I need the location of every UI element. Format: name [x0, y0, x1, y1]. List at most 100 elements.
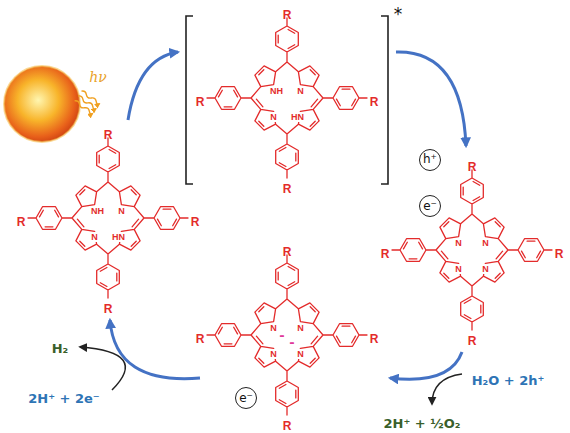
label-holder: R — [283, 242, 292, 260]
photon-label: hν — [89, 69, 107, 85]
charge-label: e⁻ — [423, 200, 437, 213]
excited-mark: * — [394, 5, 403, 23]
label-holder: N — [117, 200, 126, 218]
porphyrin-skeleton — [207, 255, 367, 415]
label-holder: R — [17, 212, 26, 230]
charge-circle: h⁺ — [419, 149, 442, 172]
molecules — [28, 18, 552, 415]
porphyrin-skeleton — [392, 170, 552, 330]
reaction-arrow — [80, 347, 125, 390]
label-holder: R — [283, 416, 292, 433]
label-holder: R — [370, 92, 379, 110]
label-holder: N — [269, 317, 278, 335]
cycle-arrow — [110, 320, 200, 379]
reactant-label: H₂O + 2h⁺ — [472, 373, 545, 388]
label-holder: R — [104, 125, 113, 143]
substituent-label: R — [381, 248, 390, 261]
label-holder: R — [191, 212, 200, 230]
charge-sign: - — [279, 329, 284, 342]
sun — [4, 66, 80, 142]
cycle-arrow — [128, 52, 178, 120]
label-holder: N — [90, 226, 99, 244]
substituent-label: R — [196, 333, 205, 346]
substituent-label: R — [104, 303, 113, 316]
atom-label: NH — [90, 206, 105, 216]
label-holder: R — [283, 5, 292, 23]
sun-glow — [4, 66, 80, 142]
label-holder: N — [481, 258, 490, 276]
substituent-label: R — [104, 129, 113, 142]
label-holder: R — [468, 331, 477, 349]
atom-label: N — [269, 112, 278, 122]
substituent-label: R — [370, 96, 379, 109]
atom-label: N — [90, 232, 99, 242]
cycle-arrow — [390, 352, 462, 379]
label-holder: R — [555, 244, 564, 262]
substituent-label: R — [196, 96, 205, 109]
cycle-arrow — [396, 52, 466, 146]
label-holder: N — [296, 317, 305, 335]
label-holder: N — [269, 343, 278, 361]
label-holder: H₂O + 2h⁺ — [472, 371, 545, 389]
label-holder: N — [454, 232, 463, 250]
label-holder: HN — [111, 226, 126, 244]
atom-label: HN — [290, 112, 305, 122]
reaction-arrow — [432, 374, 462, 404]
label-holder: R — [196, 92, 205, 110]
atom-label: N — [481, 238, 490, 248]
label-holder: N — [454, 258, 463, 276]
light-rays — [74, 90, 101, 115]
atom-label: N — [481, 264, 490, 274]
atom-label: N — [454, 238, 463, 248]
light-ray — [74, 100, 94, 115]
label-holder: * — [394, 5, 403, 24]
label-holder: R — [283, 179, 292, 197]
bracket — [381, 16, 388, 184]
charge-circle: e⁻ — [419, 195, 442, 218]
substituent-label: R — [283, 246, 292, 259]
atom-label: NH — [269, 86, 284, 96]
porphyrin-skeleton — [207, 18, 367, 178]
label-holder: R — [468, 157, 477, 175]
atom-label: HN — [111, 232, 126, 242]
label-holder: NH — [90, 200, 105, 218]
substituent-label: R — [283, 9, 292, 22]
substituent-label: R — [17, 216, 26, 229]
reactant-label: 2H⁺ + 2e⁻ — [28, 391, 99, 406]
atom-label: N — [296, 323, 305, 333]
bracket — [186, 16, 193, 184]
substituent-label: R — [191, 216, 200, 229]
label-holder: 2H⁺ + ½O₂ — [384, 414, 461, 432]
charge-label: e⁻ — [239, 392, 253, 405]
product-label: H₂ — [52, 341, 69, 356]
atom-label: N — [269, 323, 278, 333]
label-holder: N — [296, 80, 305, 98]
label-holder: R — [196, 329, 205, 347]
atom-label: N — [296, 349, 305, 359]
label-holder: - — [289, 333, 294, 351]
atom-label: N — [296, 86, 305, 96]
label-holder: H₂ — [52, 339, 69, 357]
product-label: 2H⁺ + ½O₂ — [384, 416, 461, 431]
charge-label: h⁺ — [423, 153, 437, 166]
substituent-label: R — [468, 335, 477, 348]
charge-circle: e⁻ — [235, 387, 258, 410]
atom-label: N — [269, 349, 278, 359]
substituent-label: R — [283, 420, 292, 433]
substituent-label: R — [283, 183, 292, 196]
label-holder: R — [370, 329, 379, 347]
substituent-label: R — [370, 333, 379, 346]
substituent-label: R — [468, 161, 477, 174]
label-holder: HN — [290, 106, 305, 124]
atom-label: N — [454, 264, 463, 274]
label-holder: N — [269, 106, 278, 124]
charge-sign: - — [289, 336, 294, 349]
label-holder: NH — [269, 80, 284, 98]
label-holder: hν — [89, 68, 107, 86]
label-holder: 2H⁺ + 2e⁻ — [28, 389, 99, 407]
label-holder: - — [279, 326, 284, 344]
porphyrin-skeleton — [28, 138, 188, 298]
label-holder: N — [296, 343, 305, 361]
